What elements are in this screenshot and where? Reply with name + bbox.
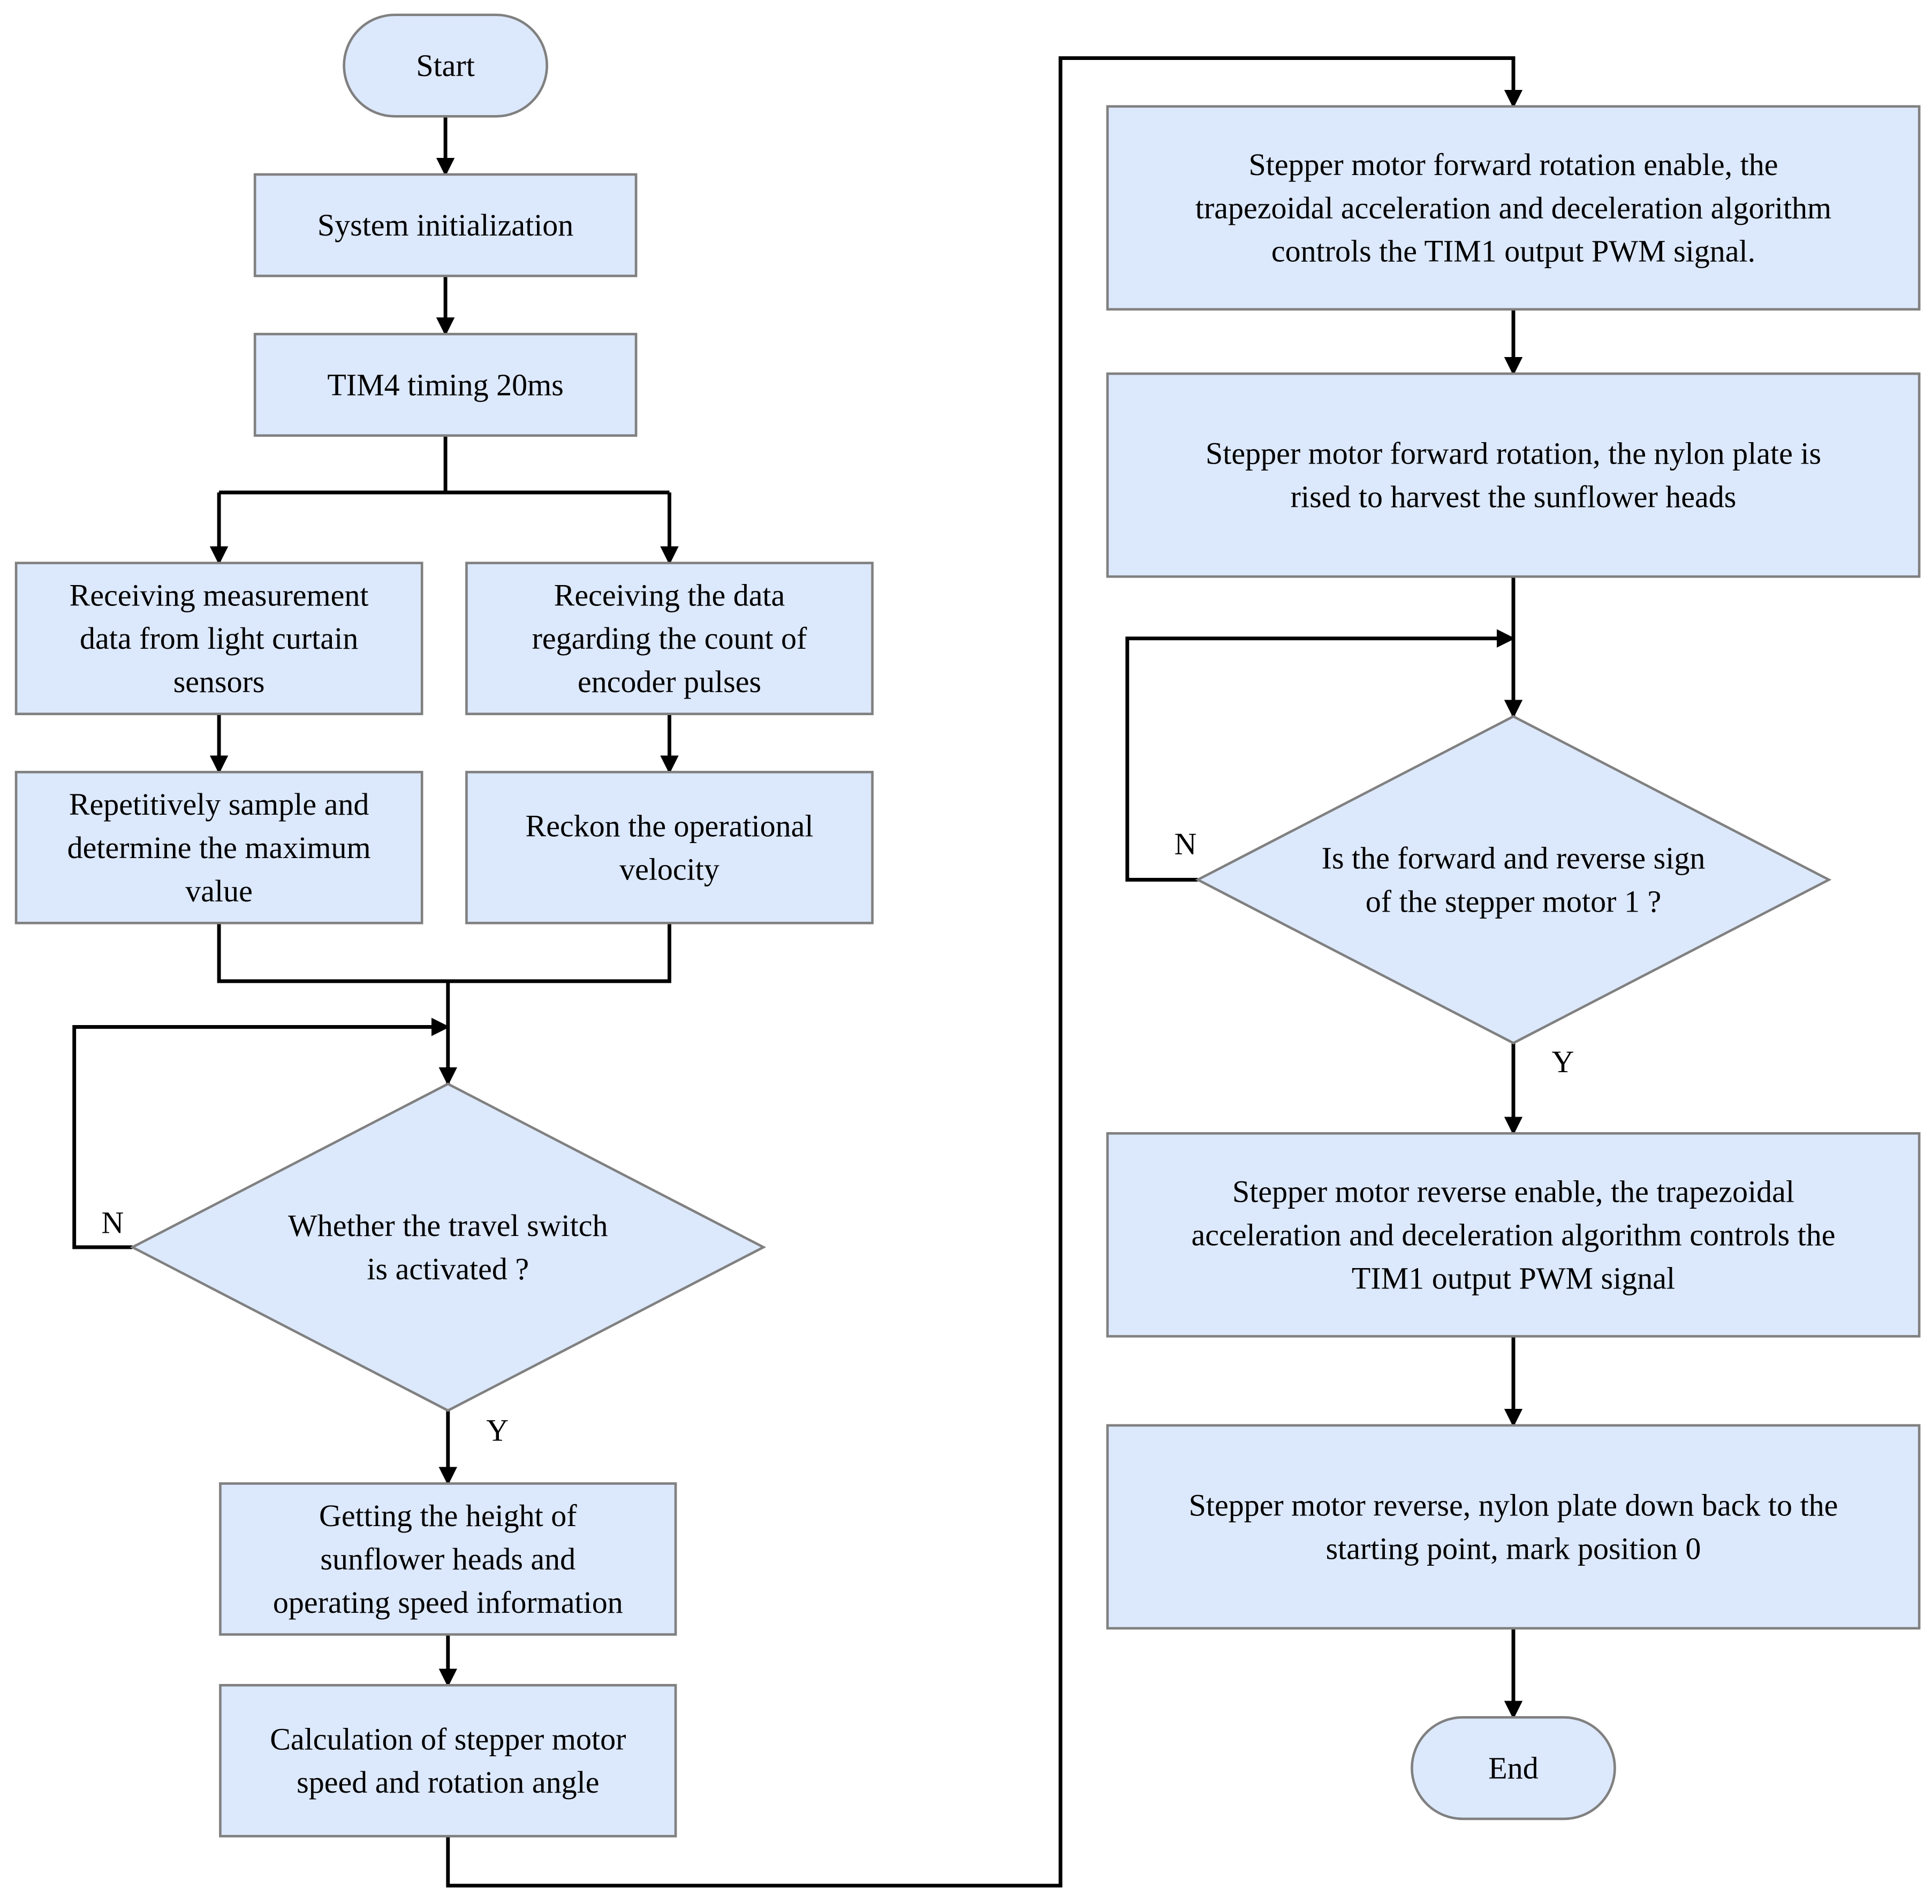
node-text-line: trapezoidal acceleration and deceleratio… <box>1195 191 1831 225</box>
node-text-line: Receiving measurement <box>70 578 369 612</box>
process-box <box>1106 105 1921 311</box>
process-box <box>14 562 423 716</box>
edge-calc-to-fwd-enable <box>446 56 1523 1888</box>
node-rev-enable: Stepper motor reverse enable, the trapez… <box>1106 1132 1921 1338</box>
edge-label-travel-no: N <box>101 1205 124 1240</box>
node-end: End <box>1411 1716 1616 1820</box>
node-text-line: starting point, mark position 0 <box>1326 1531 1701 1566</box>
node-calc-motor: Calculation of stepper motor speed and ro… <box>219 1683 677 1838</box>
node-text-line: Stepper motor reverse enable, the trapez… <box>1232 1174 1794 1209</box>
node-text-line: Calculation of stepper motor <box>270 1721 626 1756</box>
node-text-line: System initialization <box>317 208 573 242</box>
node-text-line: data from light curtain <box>80 621 358 656</box>
node-sign-check: Is the forward and reverse sign of the st… <box>1195 715 1832 1045</box>
node-tim4: TIM4 timing 20ms <box>253 332 638 437</box>
node-text-line: determine the maximum <box>67 830 371 865</box>
node-text-line: End <box>1488 1751 1538 1786</box>
node-text-line: controls the TIM1 output PWM signal. <box>1271 234 1755 269</box>
node-fwd-rotation: Stepper motor forward rotation, the nylo… <box>1106 372 1921 578</box>
process-box <box>219 1482 677 1636</box>
node-text-line: Receiving the data <box>554 578 785 612</box>
process-box <box>1106 1424 1921 1630</box>
decision-diamond <box>1195 715 1832 1045</box>
node-text-line: Stepper motor forward rotation enable, t… <box>1249 147 1778 182</box>
node-rev-rotation: Stepper motor reverse, nylon plate down … <box>1106 1424 1921 1630</box>
process-box <box>253 173 638 277</box>
terminal-shape <box>343 13 548 118</box>
node-velocity: Reckon the operational velocity <box>465 771 874 924</box>
node-fwd-enable: Stepper motor forward rotation enable, t… <box>1106 105 1921 311</box>
node-text-line: encoder pulses <box>578 664 761 699</box>
edge-label-sign-no: N <box>1174 826 1196 861</box>
node-text-line: Reckon the operational <box>526 808 814 843</box>
node-text-line: speed and rotation angle <box>297 1765 599 1800</box>
process-box <box>253 332 638 437</box>
decision-diamond <box>130 1082 767 1412</box>
node-system-init: System initialization <box>253 173 638 277</box>
process-box <box>14 771 423 924</box>
node-text-line: acceleration and deceleration algorithm … <box>1192 1217 1836 1252</box>
edge-sample-merge <box>217 923 671 983</box>
node-travel-switch: Whether the travel switch is activated ? <box>130 1082 767 1412</box>
node-text-line: Is the forward and reverse sign <box>1322 841 1706 876</box>
node-text-line: sensors <box>173 664 265 699</box>
node-start: Start <box>343 13 548 118</box>
edge-sign-no-loop <box>1125 629 1516 882</box>
node-text-line: velocity <box>619 852 719 886</box>
terminal-shape <box>1411 1716 1616 1820</box>
node-recv-light: Receiving measurement data from light cur… <box>14 562 423 716</box>
process-box <box>1106 1132 1921 1338</box>
node-text-line: sunflower heads and <box>320 1542 575 1576</box>
node-text-line: value <box>185 874 253 908</box>
node-text-line: Repetitively sample and <box>69 787 369 822</box>
node-sample-max: Repetitively sample and determine the max… <box>14 771 423 924</box>
node-text-line: Whether the travel switch <box>288 1208 608 1243</box>
process-box <box>465 562 874 716</box>
node-get-height: Getting the height of sunflower heads and… <box>219 1482 677 1636</box>
edge-labels: N Y N Y <box>101 826 1574 1448</box>
edge-travel-no-loop <box>72 1018 450 1249</box>
edge-label-sign-yes: Y <box>1551 1044 1574 1079</box>
node-text-line: Start <box>416 48 475 83</box>
node-text-line: rised to harvest the sunflower heads <box>1291 480 1737 514</box>
node-text-line: Stepper motor forward rotation, the nylo… <box>1206 436 1821 471</box>
process-box <box>465 771 874 924</box>
node-text-line: TIM4 timing 20ms <box>327 367 563 402</box>
node-text-line: Getting the height of <box>319 1498 577 1533</box>
node-recv-encoder: Receiving the data regarding the count of… <box>465 562 874 716</box>
node-text-line: operating speed information <box>273 1585 623 1620</box>
node-text-line: Stepper motor reverse, nylon plate down … <box>1189 1488 1838 1522</box>
process-box <box>219 1683 677 1838</box>
node-text-line: regarding the count of <box>532 621 807 656</box>
node-text-line: of the stepper motor 1 ? <box>1366 884 1661 919</box>
edge-label-travel-yes: Y <box>486 1413 509 1448</box>
node-text-line: is activated ? <box>367 1251 529 1286</box>
process-box <box>1106 372 1921 578</box>
node-text-line: TIM1 output PWM signal <box>1352 1261 1675 1295</box>
edges <box>72 56 1523 1888</box>
